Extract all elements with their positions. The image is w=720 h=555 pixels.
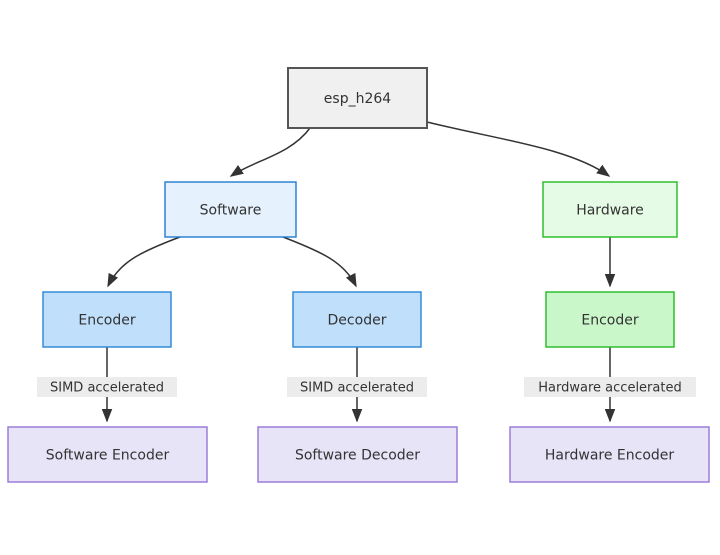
node-label-software: Software (200, 203, 262, 219)
node-box-hardware-encoder-impl (509, 426, 710, 483)
node-label-software-encoder-impl: Software Encoder (46, 448, 170, 464)
node-box-software-decoder-impl (257, 426, 458, 483)
edge-label-label-simd-encoder: SIMD accelerated (37, 377, 177, 397)
node-sw-encoder[interactable]: Encoder (42, 291, 172, 348)
node-software-encoder-impl[interactable]: Software Encoder (7, 426, 208, 483)
node-sw-decoder[interactable]: Decoder (292, 291, 422, 348)
node-root[interactable]: esp_h264 (287, 67, 428, 129)
edge-label-text: SIMD accelerated (50, 381, 164, 396)
node-hw-encoder[interactable]: Encoder (545, 291, 675, 348)
node-hardware-encoder-impl[interactable]: Hardware Encoder (509, 426, 710, 483)
edge-label-label-hardware-accel: Hardware accelerated (524, 377, 696, 397)
node-label-hardware-encoder-impl: Hardware Encoder (545, 448, 675, 464)
edge-label-background (524, 377, 696, 397)
edge-software-to-sw-encoder (107, 236, 181, 288)
edge-labels-layer: SIMD accelerated SIMD accelerated Hardware… (37, 377, 696, 397)
node-box-sw-decoder (292, 291, 422, 348)
node-hardware[interactable]: Hardware (542, 181, 678, 238)
node-box-sw-encoder (42, 291, 172, 348)
node-box-hardware (542, 181, 678, 238)
node-software[interactable]: Software (164, 181, 297, 238)
node-label-hw-encoder: Encoder (581, 313, 638, 329)
edges-layer (101, 121, 616, 423)
edge-software-to-sw-decoder (282, 236, 357, 288)
node-box-root (287, 67, 428, 129)
node-label-sw-encoder: Encoder (78, 313, 135, 329)
edge-label-background (287, 377, 427, 397)
edge-label-label-simd-decoder: SIMD accelerated (287, 377, 427, 397)
node-box-hw-encoder (545, 291, 675, 348)
node-software-decoder-impl[interactable]: Software Decoder (257, 426, 458, 483)
node-label-root: esp_h264 (324, 91, 391, 107)
node-label-sw-decoder: Decoder (328, 313, 387, 329)
node-label-hardware: Hardware (576, 203, 644, 219)
edge-root-to-hardware (426, 121, 611, 177)
edge-label-background (37, 377, 177, 397)
edge-label-text: Hardware accelerated (538, 381, 681, 396)
edge-label-text: SIMD accelerated (300, 381, 414, 396)
edge-root-to-software (229, 127, 311, 177)
node-label-software-decoder-impl: Software Decoder (295, 448, 420, 464)
node-box-software-encoder-impl (7, 426, 208, 483)
node-box-software (164, 181, 297, 238)
